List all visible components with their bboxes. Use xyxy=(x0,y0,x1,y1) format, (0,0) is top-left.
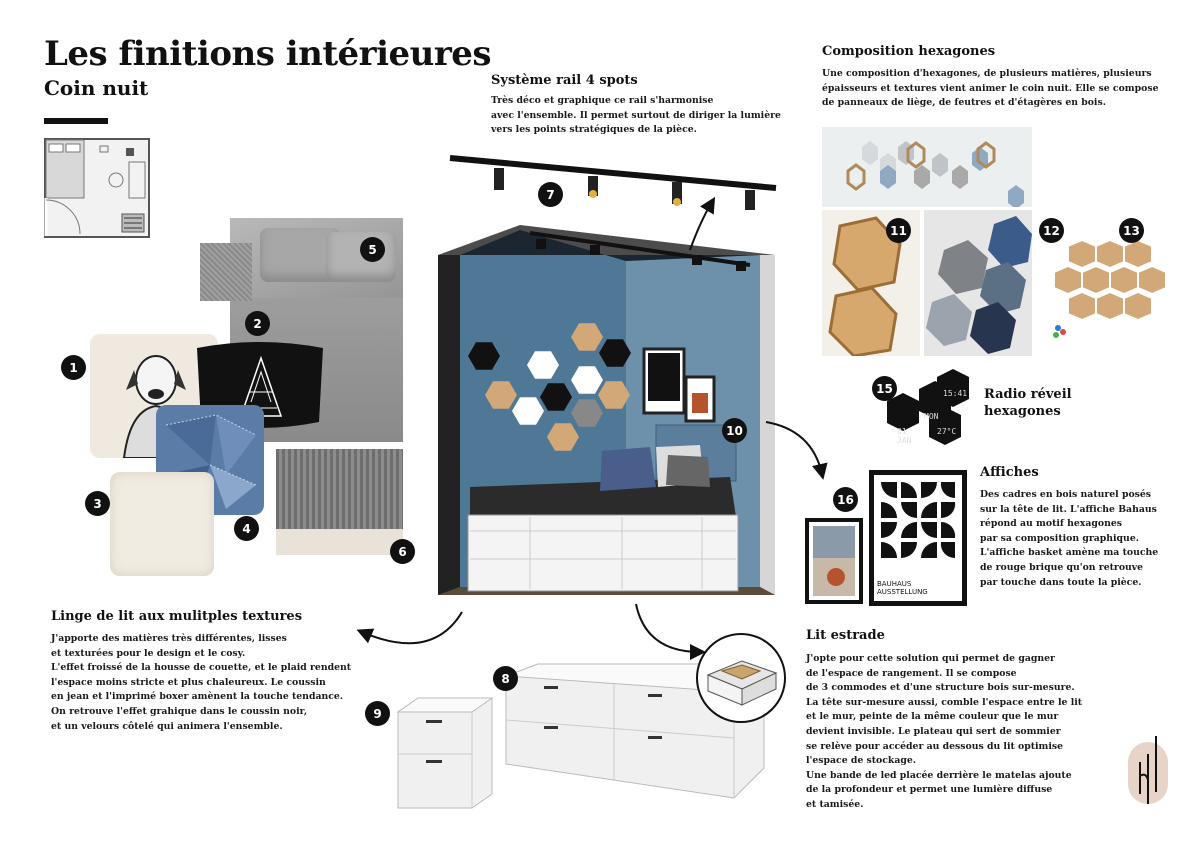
bed-structure-detail xyxy=(696,633,786,723)
linge-section: Linge de lit aux mulitples textures J'ap… xyxy=(51,609,351,734)
radio-date-line: 01 xyxy=(897,427,907,436)
radio-date-line: JAN xyxy=(897,436,912,445)
page-title: Les finitions intérieures xyxy=(44,34,492,74)
text-line: Une composition d'hexagones, de plusieur… xyxy=(822,68,1152,79)
linge-title: Linge de lit aux mulitples textures xyxy=(51,609,303,624)
linge-text: J'apporte des matières très différentes,… xyxy=(51,632,351,734)
marker-7: 7 xyxy=(538,182,563,207)
wood-shelf-photo xyxy=(822,210,920,356)
rail-section: Système rail 4 spots Très déco et graphi… xyxy=(491,73,781,138)
text-line: par sa composition graphique. xyxy=(980,532,1139,544)
text-line: L'effet froissé de la housse de couette,… xyxy=(51,662,352,674)
marker-13: 13 xyxy=(1119,218,1144,243)
marker-3: 3 xyxy=(85,491,110,516)
radio-display-time: 15:41 xyxy=(943,389,968,398)
marker-6: 6 xyxy=(390,539,415,564)
rail-title: Système rail 4 spots xyxy=(491,73,638,88)
text-line: L'affiche basket amène ma touche xyxy=(980,547,1159,559)
text-line: Très déco et graphique ce rail s'harmoni… xyxy=(491,95,714,106)
lit-section: Lit estrade J'opte pour cette solution q… xyxy=(806,628,1082,813)
radio-title-line: hexagones xyxy=(984,404,1061,419)
nightstand-illustration xyxy=(396,697,494,809)
text-line: Une bande de led placée derrière le mate… xyxy=(806,769,1072,781)
title-underline xyxy=(44,118,108,124)
marker-4: 4 xyxy=(234,516,259,541)
radio-display-temp: 27°C xyxy=(937,427,957,436)
hexcompo-text: Une composition d'hexagones, de plusieur… xyxy=(822,67,1159,111)
lit-text: J'opte pour cette solution qui permet de… xyxy=(806,652,1082,813)
hexcompo-section: Composition hexagones Une composition d'… xyxy=(822,44,1159,111)
page-subtitle: Coin nuit xyxy=(44,76,149,100)
marker-10: 10 xyxy=(722,418,747,443)
wall-hex xyxy=(468,342,500,370)
text-line: l'espace de stockage. xyxy=(806,755,917,767)
text-line: La tête sur-mesure aussi, comble l'espac… xyxy=(806,696,1083,708)
marker-16: 16 xyxy=(833,487,858,512)
radio-display-day: MON xyxy=(924,412,939,421)
marker-5: 5 xyxy=(360,237,385,262)
text-line: de la profondeur et permet une lumière d… xyxy=(806,784,1053,796)
bed-nook-illustration xyxy=(438,225,775,595)
text-line: et le mur, peinte de la même couleur que… xyxy=(806,711,1059,723)
text-line: et texturées pour le design et le cosy. xyxy=(51,647,246,659)
text-line: sur la tête de lit. L'affiche Bahaus xyxy=(980,503,1157,515)
text-line: vers les points stratégiques de la pièce… xyxy=(491,124,697,136)
radio-title-line: Radio réveil xyxy=(984,387,1072,402)
text-line: devient invisible. Le plateau qui sert d… xyxy=(806,725,1061,737)
affiches-section: Affiches Des cadres en bois naturel posé… xyxy=(980,465,1158,590)
text-line: et tamisée. xyxy=(806,798,864,810)
affiches-text: Des cadres en bois naturel posés sur la … xyxy=(980,488,1158,590)
marker-9: 9 xyxy=(365,701,390,726)
text-line: de l'espace de rangement. Il se compose xyxy=(806,667,1017,679)
text-line: de rouge brique qu'on retrouve xyxy=(980,561,1144,573)
text-line: en jean et l'imprimé boxer amènent la to… xyxy=(51,691,344,703)
text-line: J'apporte des matières très différentes,… xyxy=(51,633,287,644)
cork-hex-photo xyxy=(1048,232,1178,344)
corduroy-cushion-photo xyxy=(110,472,214,576)
rail-text: Très déco et graphique ce rail s'harmoni… xyxy=(491,94,781,138)
marker-1: 1 xyxy=(61,355,86,380)
rail-spots-illustration xyxy=(449,155,777,210)
floor-plan-icon xyxy=(44,138,150,238)
hexagon-wall-photo xyxy=(822,127,1032,207)
text-line: par touche dans toute la pièce. xyxy=(980,576,1142,588)
wall-hex xyxy=(485,381,517,409)
marker-12: 12 xyxy=(1039,218,1064,243)
marker-2: 2 xyxy=(245,311,270,336)
bauhaus-poster: BAUHAUS AUSSTELLUNG xyxy=(869,470,967,606)
text-line: l'espace moins stricte et plus chaleureu… xyxy=(51,676,326,688)
felt-hex-photo xyxy=(924,210,1032,356)
text-line: J'opte pour cette solution qui permet de… xyxy=(806,653,1055,664)
brand-logo xyxy=(1128,736,1168,804)
basket-poster xyxy=(805,518,863,604)
text-line: Des cadres en bois naturel posés xyxy=(980,489,1152,500)
throw-plaid-photo xyxy=(276,449,403,555)
marker-8: 8 xyxy=(493,666,518,691)
text-line: répond au motif hexagones xyxy=(980,518,1122,530)
text-line: de 3 commodes et d'une structure bois su… xyxy=(806,682,1075,694)
affiches-title: Affiches xyxy=(980,465,1039,480)
text-line: On retrouve l'effet grahique dans le cou… xyxy=(51,705,308,717)
marker-11: 11 xyxy=(886,218,911,243)
text-line: et un velours côtelé qui animera l'ensem… xyxy=(51,720,283,732)
text-line: avec l'ensemble. Il permet surtout de di… xyxy=(491,109,781,121)
fabric-swatch xyxy=(200,243,252,301)
lit-title: Lit estrade xyxy=(806,628,885,643)
text-line: se relève pour accéder au dessous du lit… xyxy=(806,740,1064,752)
radio-title: Radio réveil hexagones xyxy=(984,386,1072,420)
poster-label: BAUHAUS AUSSTELLUNG xyxy=(877,580,928,596)
text-line: épaisseurs et textures vient animer le c… xyxy=(822,82,1159,94)
text-line: de panneaux de liège, de feutres et d'ét… xyxy=(822,97,1106,109)
marker-15: 15 xyxy=(872,376,897,401)
hexcompo-title: Composition hexagones xyxy=(822,44,996,59)
